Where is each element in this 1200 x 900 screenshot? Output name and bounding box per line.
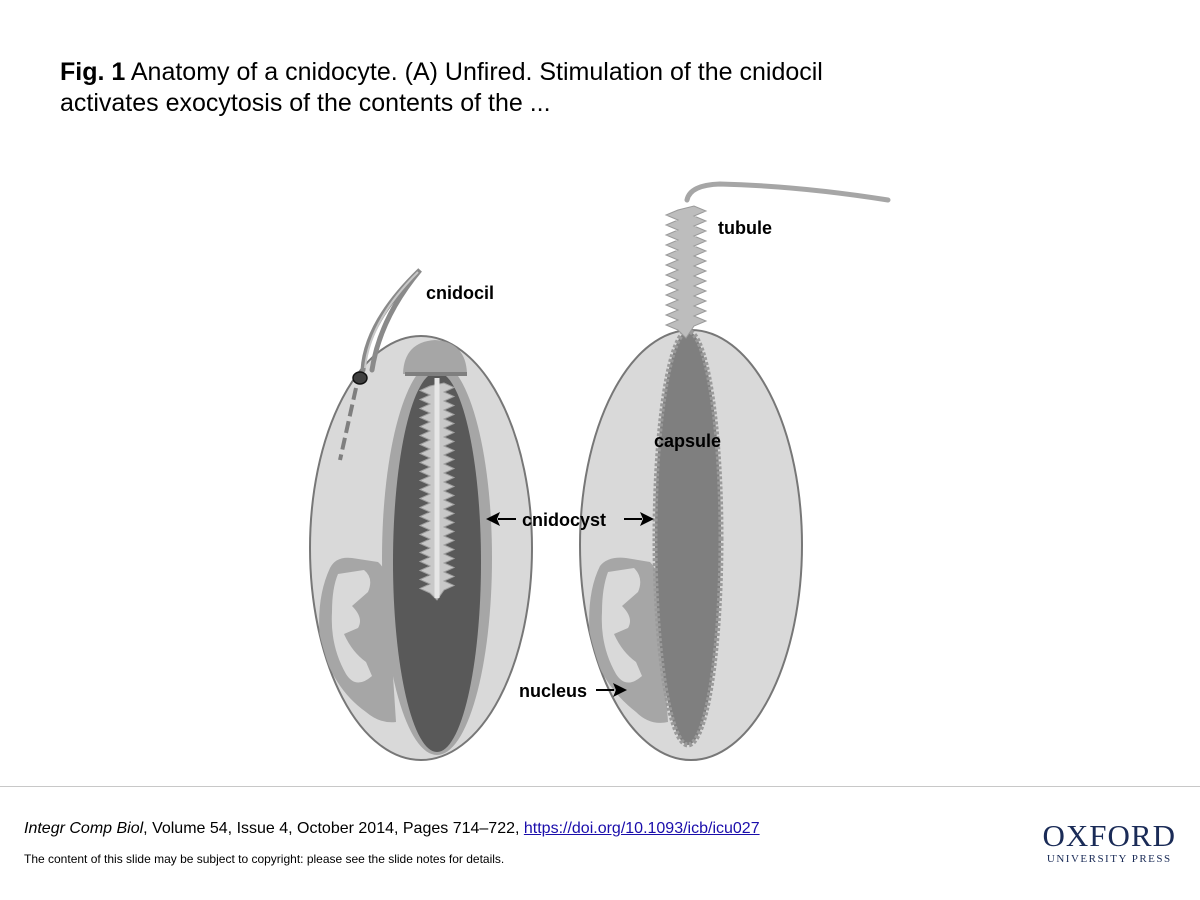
label-cnidocil: cnidocil [426,283,494,303]
nucleus-fired [589,557,668,723]
journal-name: Integr Comp Biol [24,820,144,837]
unfired-cnidocyte [309,268,533,761]
logo-name: OXFORD [1042,818,1176,853]
figure-caption: Fig. 1 Anatomy of a cnidocyte. (A) Unfir… [60,57,880,119]
arrow-cnidocyst-left [486,512,516,526]
doi-link[interactable]: https://doi.org/10.1093/icb/icu027 [523,820,760,837]
fired-cnidocyte [579,181,891,761]
citation-details: , Volume 54, Issue 4, October 2014, Page… [143,820,524,837]
basal-body [352,371,368,385]
figure-number: Fig. 1 [60,58,126,86]
arrow-nucleus [596,683,627,697]
label-cnidocyst: cnidocyst [522,510,606,530]
nucleus-unfired [319,557,396,723]
arrow-cnidocyst-right [624,512,654,526]
caption-text: Anatomy of a cnidocyte. (A) Unfired. Sti… [60,58,823,117]
footer-divider [0,786,1200,787]
tubule-thread [684,181,891,203]
copyright-note: The content of this slide may be subject… [24,852,505,866]
oxford-university-press-logo: OXFORD UNIVERSITY PRESS [1043,820,1176,865]
capsule-fired [652,328,724,748]
cnidocil-rootlet [338,387,358,461]
label-nucleus: nucleus [519,681,587,701]
label-tubule: tubule [718,218,772,238]
citation: Integr Comp Biol, Volume 54, Issue 4, Oc… [24,820,760,838]
everted-tubule [664,205,708,339]
label-capsule: capsule [654,431,721,451]
inverted-tubule [418,378,456,601]
cnidocil [360,268,422,373]
logo-subtitle: UNIVERSITY PRESS [1046,853,1172,865]
operculum [403,340,467,374]
